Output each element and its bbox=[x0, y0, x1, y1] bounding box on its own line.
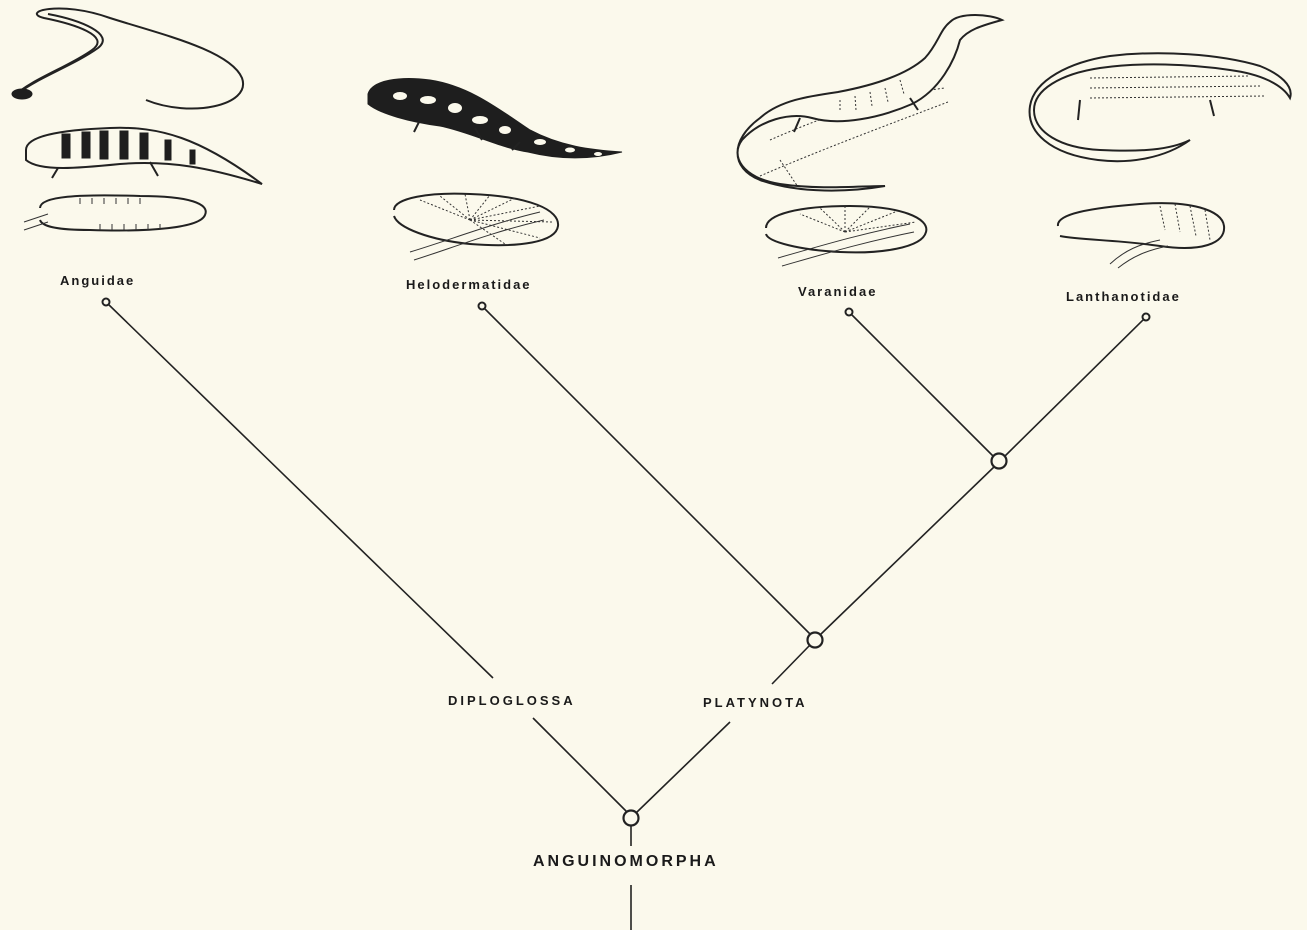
monitor-lizard-drawing bbox=[738, 15, 1003, 191]
branch-anguidae-upper bbox=[107, 303, 493, 678]
helodermatidae-illustration bbox=[368, 79, 622, 260]
branch-platynota-upper bbox=[772, 645, 810, 684]
legless-lizard-stripe bbox=[20, 14, 103, 92]
anguidae-illustration bbox=[12, 8, 262, 230]
node-anguinomorpha bbox=[624, 811, 639, 826]
tip-anguidae bbox=[103, 299, 110, 306]
helodermatidae-organ-sketch bbox=[394, 194, 558, 246]
branch-platynota-lower bbox=[637, 722, 730, 812]
branch-anguidae-lower bbox=[533, 718, 627, 812]
anguidae-organ-sketch bbox=[40, 195, 206, 230]
earless-monitor-drawing bbox=[1030, 53, 1291, 161]
taxon-label-anguidae: Anguidae bbox=[60, 273, 135, 288]
taxon-label-helodermatidae: Helodermatidae bbox=[406, 277, 532, 292]
clade-label-platynota: PLATYNOTA bbox=[703, 695, 808, 710]
gila-monster-drawing bbox=[368, 79, 622, 158]
tree-branches bbox=[107, 303, 1146, 930]
terminal-tips bbox=[103, 299, 1150, 321]
branch-varanidae bbox=[850, 313, 994, 457]
legless-lizard-head bbox=[12, 89, 32, 99]
taxon-label-varanidae: Varanidae bbox=[798, 284, 877, 299]
lanthanotidae-organ-sketch bbox=[1058, 203, 1224, 248]
node-varanoid bbox=[992, 454, 1007, 469]
clade-label-anguinomorpha: ANGUINOMORPHA bbox=[533, 853, 719, 871]
node-platynota bbox=[808, 633, 823, 648]
branch-lanthanotidae bbox=[1004, 317, 1146, 457]
anguidae-organ-stalk bbox=[24, 214, 48, 230]
taxon-label-lanthanotidae: Lanthanotidae bbox=[1066, 289, 1181, 304]
earless-monitor-texture bbox=[1090, 76, 1265, 98]
anguidae-organ-ticks bbox=[80, 198, 160, 230]
earless-monitor-legs bbox=[1078, 100, 1214, 120]
tip-varanidae bbox=[846, 309, 853, 316]
varanidae-organ-sketch bbox=[766, 206, 926, 252]
branch-helodermatidae bbox=[483, 307, 810, 634]
clade-label-diploglossa: DIPLOGLOSSA bbox=[448, 693, 576, 708]
legless-lizard-drawing bbox=[14, 8, 243, 108]
lanthanotidae-organ-ribs bbox=[1160, 204, 1210, 240]
lanthanotidae-illustration bbox=[1030, 53, 1291, 268]
tip-lanthanotidae bbox=[1143, 314, 1150, 321]
tip-helodermatidae bbox=[479, 303, 486, 310]
varanidae-illustration bbox=[738, 15, 1003, 266]
branch-varanoid-stem bbox=[821, 466, 995, 634]
